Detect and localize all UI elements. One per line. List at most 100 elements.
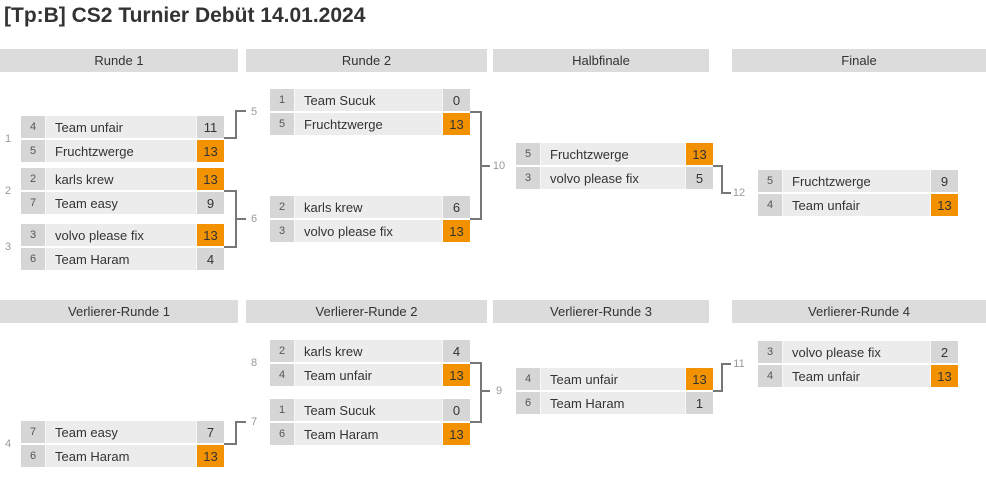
seed-cell: 4 [758,194,783,216]
seed-cell: 5 [516,143,541,165]
seed-cell: 4 [270,364,295,386]
team-row[interactable]: 5 Fruchtzwerge 9 [758,170,958,192]
page-title: [Tp:B] CS2 Turnier Debüt 14.01.2024 [4,4,366,27]
team-row[interactable]: 6 Team Haram 1 [516,392,713,414]
team-row[interactable]: 4 Team unfair 11 [21,116,224,138]
team-name: karls krew [46,168,196,190]
seed-cell: 5 [21,140,46,162]
connector-line [224,246,237,248]
score-cell: 1 [685,392,713,414]
team-row[interactable]: 6 Team Haram 13 [270,423,470,445]
team-name: Team Sucuk [295,89,442,111]
team-name: volvo please fix [541,167,685,189]
team-row[interactable]: 3 volvo please fix 2 [758,341,958,363]
team-row[interactable]: 4 Team unfair 13 [758,194,958,216]
match-number-7: 7 [250,416,258,428]
match-number-12: 12 [732,187,746,199]
round-header-verlierer-runde-2: Verlierer-Runde 2 [246,300,487,323]
seed-cell: 3 [516,167,541,189]
team-name: Fruchtzwerge [46,140,196,162]
team-row[interactable]: 3 volvo please fix 13 [270,220,470,242]
score-cell: 4 [442,340,470,362]
match-number-9: 9 [495,385,503,397]
connector-line [721,363,723,392]
match-11: 3 volvo please fix 2 4 Team unfair 13 [758,341,958,389]
match-6: 2 karls krew 6 3 volvo please fix 13 [270,196,470,244]
score-cell: 13 [196,168,224,190]
seed-cell: 3 [21,224,46,246]
connector-line [237,421,246,423]
seed-cell: 1 [270,399,295,421]
team-name: Fruchtzwerge [295,113,442,135]
score-cell: 13 [930,365,958,387]
team-name: Fruchtzwerge [541,143,685,165]
team-row[interactable]: 3 volvo please fix 5 [516,167,713,189]
connector-line [470,218,482,220]
team-row[interactable]: 5 Fruchtzwerge 13 [21,140,224,162]
connector-line [237,218,246,220]
match-number-2: 2 [4,185,12,197]
connector-line [470,362,482,364]
team-row[interactable]: 4 Team unfair 13 [516,368,713,390]
team-row[interactable]: 4 Team unfair 13 [270,364,470,386]
match-number-8: 8 [250,357,258,369]
team-row[interactable]: 7 Team easy 9 [21,192,224,214]
team-row[interactable]: 6 Team Haram 4 [21,248,224,270]
team-name: Team unfair [295,364,442,386]
connector-line [224,443,237,445]
connector-line [480,111,482,220]
score-cell: 13 [196,445,224,467]
team-row[interactable]: 5 Fruchtzwerge 13 [270,113,470,135]
team-row[interactable]: 6 Team Haram 13 [21,445,224,467]
seed-cell: 6 [21,445,46,467]
team-row[interactable]: 5 Fruchtzwerge 13 [516,143,713,165]
team-row[interactable]: 2 karls krew 6 [270,196,470,218]
team-row[interactable]: 2 karls krew 4 [270,340,470,362]
team-row[interactable]: 3 volvo please fix 13 [21,224,224,246]
team-name: Team unfair [783,194,930,216]
team-name: karls krew [295,340,442,362]
team-name: Team easy [46,421,196,443]
round-header-runde-2: Runde 2 [246,49,487,72]
score-cell: 13 [930,194,958,216]
team-name: volvo please fix [783,341,930,363]
team-name: Team Haram [295,423,442,445]
match-number-3: 3 [4,241,12,253]
match-number-1: 1 [4,133,12,145]
round-header-runde-1: Runde 1 [0,49,238,72]
team-row[interactable]: 1 Team Sucuk 0 [270,89,470,111]
team-row[interactable]: 1 Team Sucuk 0 [270,399,470,421]
score-cell: 13 [685,368,713,390]
match-number-10: 10 [492,160,506,172]
team-row[interactable]: 2 karls krew 13 [21,168,224,190]
score-cell: 9 [196,192,224,214]
seed-cell: 5 [758,170,783,192]
score-cell: 13 [442,423,470,445]
connector-line [482,390,490,392]
score-cell: 0 [442,399,470,421]
connector-line [721,165,723,194]
connector-line [224,190,237,192]
connector-line [713,165,723,167]
round-header-halbfinale: Halbfinale [493,49,709,72]
team-name: karls krew [295,196,442,218]
seed-cell: 1 [270,89,295,111]
seed-cell: 2 [270,340,295,362]
score-cell: 13 [442,220,470,242]
score-cell: 0 [442,89,470,111]
seed-cell: 7 [21,192,46,214]
seed-cell: 2 [21,168,46,190]
score-cell: 4 [196,248,224,270]
connector-line [721,363,731,365]
match-12: 5 Fruchtzwerge 9 4 Team unfair 13 [758,170,958,218]
match-7: 1 Team Sucuk 0 6 Team Haram 13 [270,399,470,447]
team-name: Team Haram [541,392,685,414]
match-number-5: 5 [250,106,258,118]
connector-line [713,390,723,392]
match-number-11: 11 [733,358,745,370]
team-row[interactable]: 7 Team easy 7 [21,421,224,443]
match-10: 5 Fruchtzwerge 13 3 volvo please fix 5 [516,143,713,191]
team-name: volvo please fix [46,224,196,246]
team-name: Team unfair [46,116,196,138]
team-row[interactable]: 4 Team unfair 13 [758,365,958,387]
